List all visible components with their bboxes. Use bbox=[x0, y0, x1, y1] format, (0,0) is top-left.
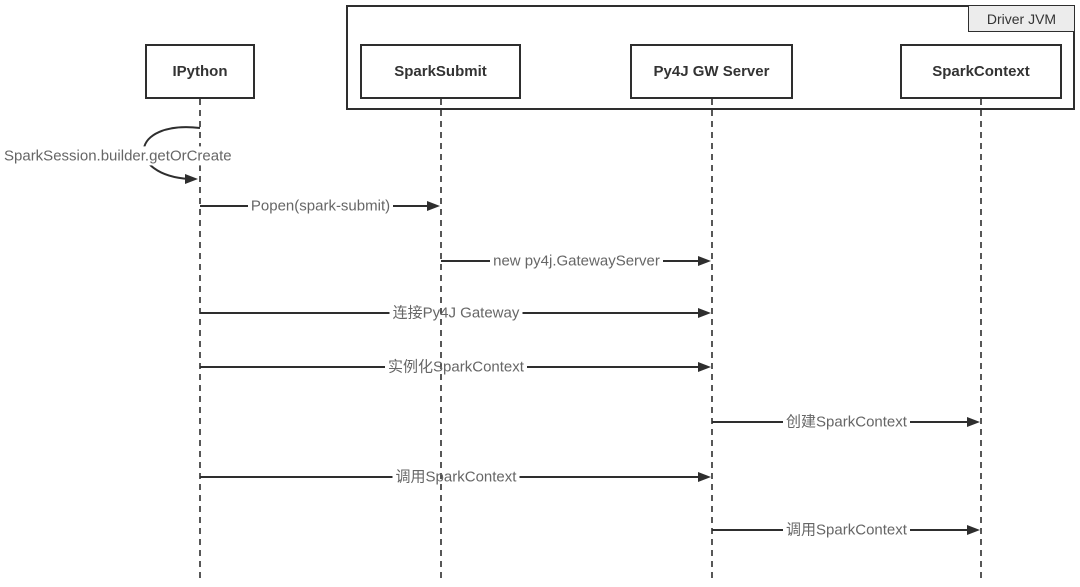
actor-label-py4j-gw-server: Py4J GW Server bbox=[653, 63, 770, 80]
message-arrowhead-2 bbox=[698, 256, 711, 266]
message-label-6: 调用SparkContext bbox=[395, 468, 517, 486]
actor-box-sparkcontext: SparkContext bbox=[900, 44, 1062, 99]
actor-label-sparksubmit: SparkSubmit bbox=[394, 63, 487, 80]
actor-box-ipython: IPython bbox=[145, 44, 255, 99]
driver-jvm-frame-label: Driver JVM bbox=[968, 5, 1075, 32]
actor-box-sparksubmit: SparkSubmit bbox=[360, 44, 521, 99]
message-arrowhead-7 bbox=[967, 525, 980, 535]
message-label-3: 连接Py4J Gateway bbox=[392, 304, 520, 322]
actor-box-py4j-gw-server: Py4J GW Server bbox=[630, 44, 793, 99]
message-arrowhead-1 bbox=[427, 201, 440, 211]
message-label-1: Popen(spark-submit) bbox=[250, 197, 391, 215]
actor-label-sparkcontext: SparkContext bbox=[932, 63, 1030, 80]
message-arrowhead-5 bbox=[967, 417, 980, 427]
message-label-7: 调用SparkContext bbox=[786, 521, 907, 539]
message-label-4: 实例化SparkContext bbox=[388, 358, 524, 376]
message-arrowhead-4 bbox=[698, 362, 711, 372]
message-arrowhead-3 bbox=[698, 308, 711, 318]
message-label-5: 创建SparkContext bbox=[786, 413, 907, 431]
self-message-arrowhead bbox=[185, 174, 198, 184]
actor-label-ipython: IPython bbox=[172, 63, 228, 80]
message-label-2: new py4j.GatewayServer bbox=[493, 252, 660, 270]
self-message-label: SparkSession.builder.getOrCreate bbox=[2, 146, 234, 166]
driver-jvm-frame bbox=[346, 5, 1075, 110]
message-arrowhead-6 bbox=[698, 472, 711, 482]
